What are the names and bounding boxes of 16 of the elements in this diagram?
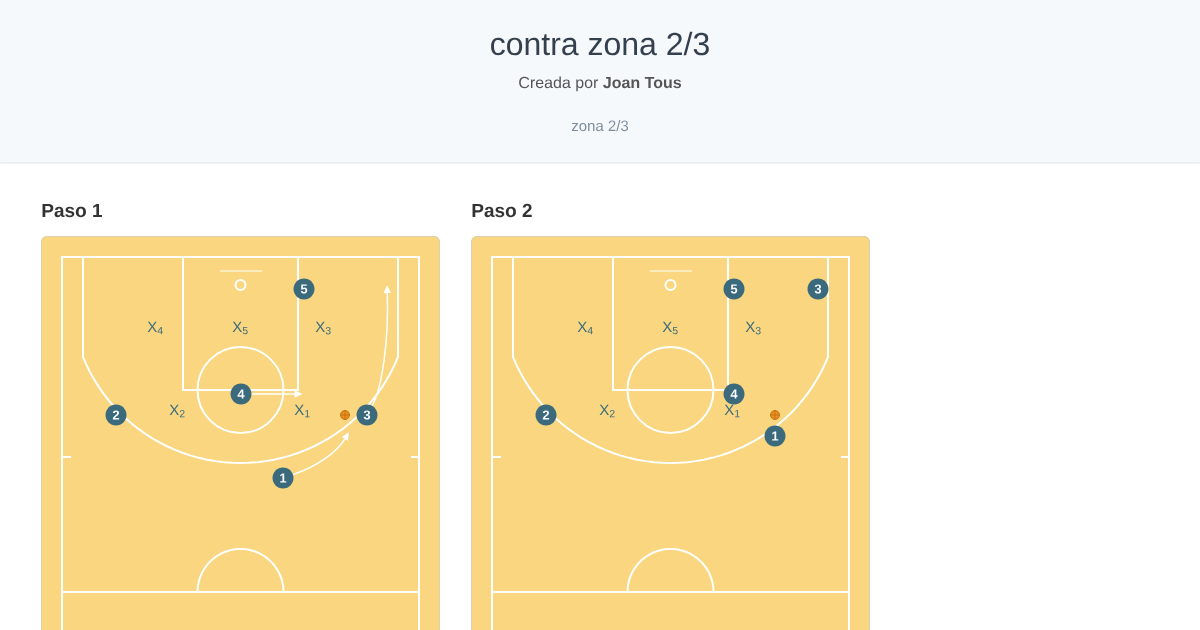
defender-label: X$_{3}$: [745, 321, 761, 335]
defender-label: X$_{2}$: [169, 404, 185, 418]
defender-label: X$_{4}$: [147, 321, 163, 335]
arrow: [292, 432, 349, 476]
defender-label: X$_{1}$: [724, 404, 740, 418]
step-heading: Paso 2: [472, 203, 532, 218]
defender-label: X$_{4}$: [577, 321, 593, 335]
defender-label: X$_{3}$: [315, 321, 331, 335]
defender-label: X$_{1}$: [294, 404, 310, 418]
tag-text: zona 2/3: [571, 120, 629, 132]
defender-label: X$_{5}$: [662, 321, 678, 335]
defender-label: X$_{5}$: [232, 321, 248, 335]
step-heading: Paso 1: [42, 203, 102, 218]
author-line: Creada por Joan Tous: [519, 76, 681, 92]
defender-label: X$_{2}$: [599, 404, 615, 418]
title: contra zona 2/3: [491, 31, 709, 56]
